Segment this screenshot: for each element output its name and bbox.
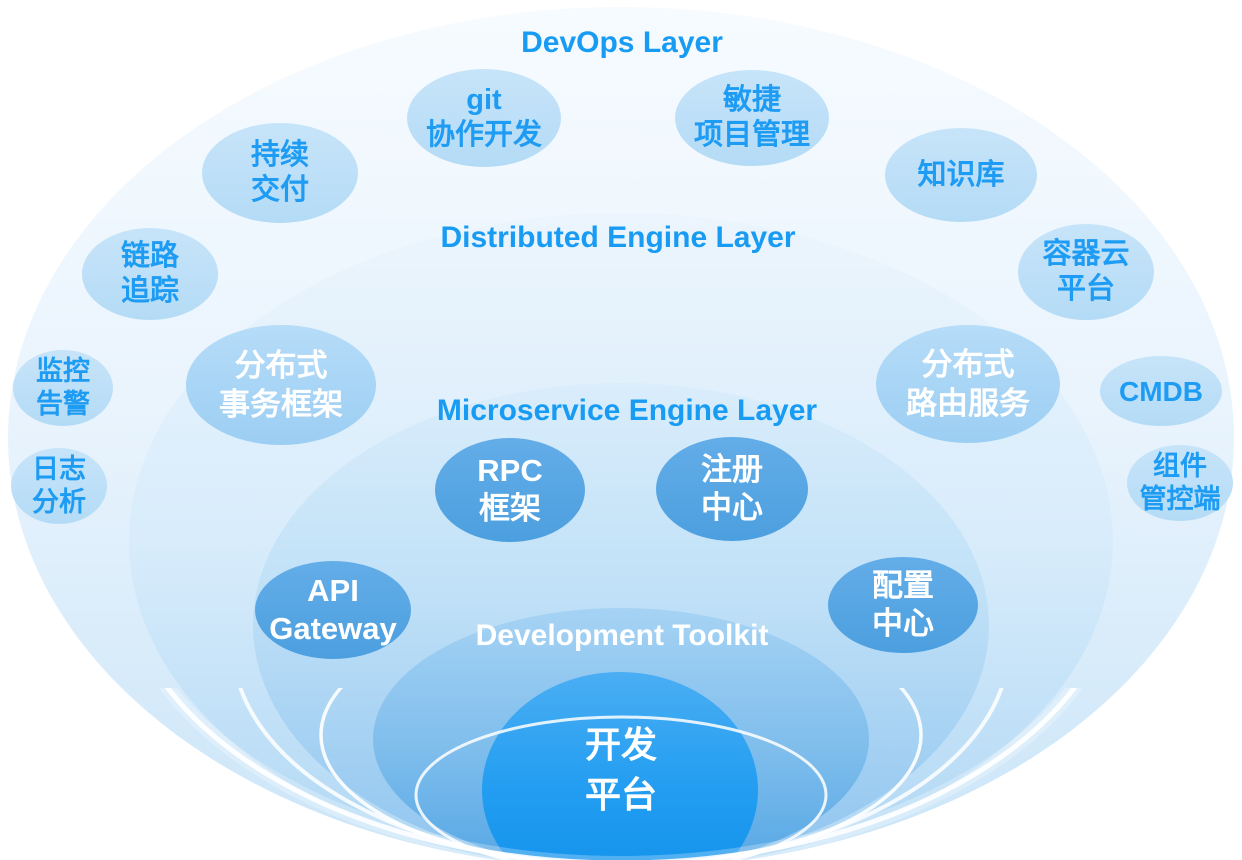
bubble-registry-center: 注册 中心 bbox=[656, 437, 808, 541]
layer-title-devops: DevOps Layer bbox=[521, 26, 723, 59]
bubble-label-line: 管控端 bbox=[1139, 484, 1221, 514]
bubble-label-line: 追踪 bbox=[120, 275, 179, 307]
layer-title-development-toolkit: Development Toolkit bbox=[475, 619, 769, 652]
bubble-label-line: 知识库 bbox=[917, 158, 1005, 191]
bubble-label-line: 链路 bbox=[120, 240, 179, 272]
layer-title-distributed-engine: Distributed Engine Layer bbox=[440, 221, 796, 254]
bubble-label-line: 中心 bbox=[701, 490, 763, 525]
bubble-label-line: 配置 bbox=[872, 568, 934, 603]
bubble-label-line: 平台 bbox=[1056, 273, 1115, 305]
bubble-cmdb: CMDB bbox=[1100, 356, 1222, 426]
bubble-container-cloud-platform: 容器云 平台 bbox=[1018, 224, 1154, 320]
bubble-distributed-transaction-framework: 分布式 事务框架 bbox=[186, 325, 376, 445]
bubble-label-line: 框架 bbox=[479, 491, 541, 526]
bubble-config-center: 配置 中心 bbox=[828, 557, 978, 653]
bubble-label-line: 组件 bbox=[1153, 451, 1207, 481]
bubble-label-line: 协作开发 bbox=[425, 119, 542, 151]
bubble-label-line: 告警 bbox=[36, 389, 90, 419]
bubble-label-line: 容器云 bbox=[1042, 238, 1130, 270]
bubble-label-line: 交付 bbox=[250, 174, 309, 206]
bubble-label-line: 项目管理 bbox=[693, 119, 810, 151]
bubble-label-line: 分布式 bbox=[234, 348, 328, 383]
bubble-git-collaboration: git 协作开发 bbox=[407, 69, 561, 167]
bubble-label-line: git bbox=[466, 84, 502, 116]
bubble-distributed-routing-service: 分布式 路由服务 bbox=[876, 325, 1060, 443]
platform-label-line: 平台 bbox=[584, 774, 657, 815]
bubble-label-line: 事务框架 bbox=[219, 387, 343, 422]
bubble-label-line: API bbox=[307, 573, 359, 608]
bubble-label-line: 持续 bbox=[250, 139, 309, 171]
bubble-rpc-framework: RPC 框架 bbox=[435, 438, 585, 542]
bubble-label-line: 敏捷 bbox=[722, 84, 781, 116]
layer-title-microservice-engine: Microservice Engine Layer bbox=[436, 394, 818, 427]
bubble-monitoring-alerts: 监控 告警 bbox=[13, 350, 113, 426]
bubble-label-line: Gateway bbox=[269, 611, 397, 646]
bubble-label-line: 分析 bbox=[32, 487, 86, 517]
bubble-label-line: 分布式 bbox=[921, 347, 1015, 382]
bubble-label-line: 监控 bbox=[36, 356, 90, 386]
bubble-knowledge-base: 知识库 bbox=[885, 128, 1037, 222]
bubble-log-analysis: 日志 分析 bbox=[11, 448, 107, 524]
platform-label-line: 开发 bbox=[584, 724, 657, 765]
bubble-label-line: 路由服务 bbox=[906, 386, 1030, 421]
bubble-label-line: 注册 bbox=[701, 452, 763, 487]
bubble-agile-project-management: 敏捷 项目管理 bbox=[675, 70, 829, 166]
bubble-api-gateway: API Gateway bbox=[255, 561, 411, 659]
bubble-component-management: 组件 管控端 bbox=[1127, 445, 1233, 521]
bubble-link-tracing: 链路 追踪 bbox=[82, 228, 218, 320]
bubble-label-line: 中心 bbox=[872, 606, 934, 641]
bubble-label-line: RPC bbox=[477, 453, 543, 488]
bubble-continuous-delivery: 持续 交付 bbox=[202, 123, 358, 223]
bubble-label-line: CMDB bbox=[1119, 375, 1203, 407]
platform-label: 开发 平台 bbox=[0, 720, 1242, 820]
bubble-label-line: 日志 bbox=[32, 454, 86, 484]
